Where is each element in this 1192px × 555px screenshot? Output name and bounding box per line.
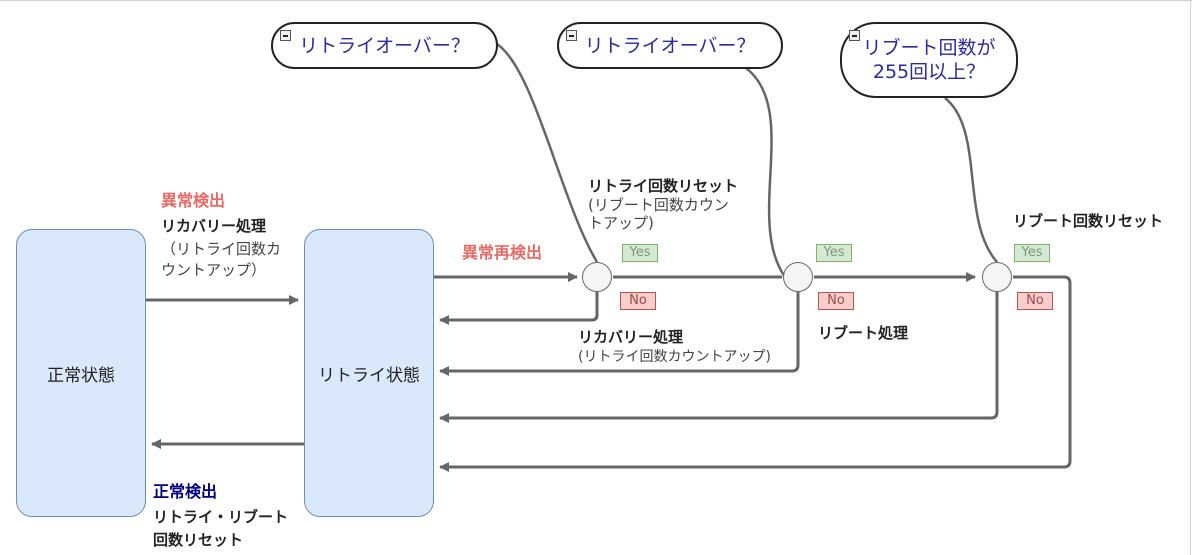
- yes-badge-2: Yes: [816, 244, 852, 262]
- no-badge-3: No: [1017, 292, 1053, 310]
- decision-node-2[interactable]: [783, 262, 813, 292]
- re-detect-label: 異常再検出: [462, 243, 543, 262]
- collapse-icon[interactable]: [280, 30, 291, 41]
- normal-reset-label-2: 回数リセット: [153, 531, 244, 549]
- reboot-label: リブート処理: [818, 324, 909, 342]
- arrow-decision2-no: [439, 292, 800, 376]
- arrow-decision3-yes: [439, 275, 1072, 472]
- anomaly-detect-label: 異常検出: [161, 191, 226, 210]
- collapse-icon[interactable]: [566, 30, 577, 41]
- question-2-text: リトライオーバー？: [584, 34, 756, 57]
- question-3-line2: 255回以上？: [872, 61, 986, 83]
- recovery-label-1: リカバリー処理: [161, 217, 267, 235]
- retry-reset-label: リトライ回数リセット: [588, 177, 739, 195]
- recovery-label-2: リカバリー処理: [578, 328, 684, 346]
- callout-line-1: [496, 42, 599, 263]
- normal-reset-label-1: リトライ・リブート: [153, 508, 289, 526]
- decision-node-3[interactable]: [982, 262, 1012, 292]
- state-retry[interactable]: リトライ状態: [304, 229, 434, 517]
- recovery-sub-2: (リトライ回数カウントアップ): [578, 349, 771, 365]
- yes-badge-1: Yes: [622, 244, 658, 262]
- state-retry-label: リトライ状態: [318, 365, 420, 386]
- question-bubble-1[interactable]: リトライオーバー？: [271, 22, 498, 69]
- state-normal-label: 正常状態: [47, 365, 115, 386]
- callout-line-3: [944, 97, 998, 263]
- arrow-decision1-no: [439, 292, 599, 325]
- no-badge-1: No: [620, 292, 656, 310]
- recovery-sub-1b: ウントアップ）: [161, 261, 267, 279]
- retry-reset-sub-b: トアップ): [588, 214, 654, 232]
- recovery-sub-1a: （リトライ回数カ: [161, 240, 282, 258]
- question-1-text: リトライオーバー？: [299, 34, 470, 57]
- yes-badge-3: Yes: [1014, 244, 1050, 262]
- arrow-decision3-no: [439, 292, 999, 423]
- state-normal[interactable]: 正常状態: [16, 229, 146, 517]
- normal-detect-label: 正常検出: [153, 482, 218, 501]
- question-bubble-2[interactable]: リトライオーバー？: [557, 22, 783, 69]
- callout-line-2: [745, 67, 787, 278]
- decision-node-1[interactable]: [582, 262, 612, 292]
- frame-right-line: [1190, 0, 1191, 555]
- question-bubble-3[interactable]: リブート回数が 255回以上？: [840, 22, 1018, 98]
- question-3-line1: リブート回数が: [862, 37, 996, 59]
- collapse-icon[interactable]: [849, 30, 860, 41]
- frame-top-line: [0, 0, 1192, 1]
- retry-reset-sub-a: (リブート回数カウン: [588, 196, 729, 214]
- reboot-reset-label: リブート回数リセット: [1013, 212, 1164, 230]
- no-badge-2: No: [818, 292, 854, 310]
